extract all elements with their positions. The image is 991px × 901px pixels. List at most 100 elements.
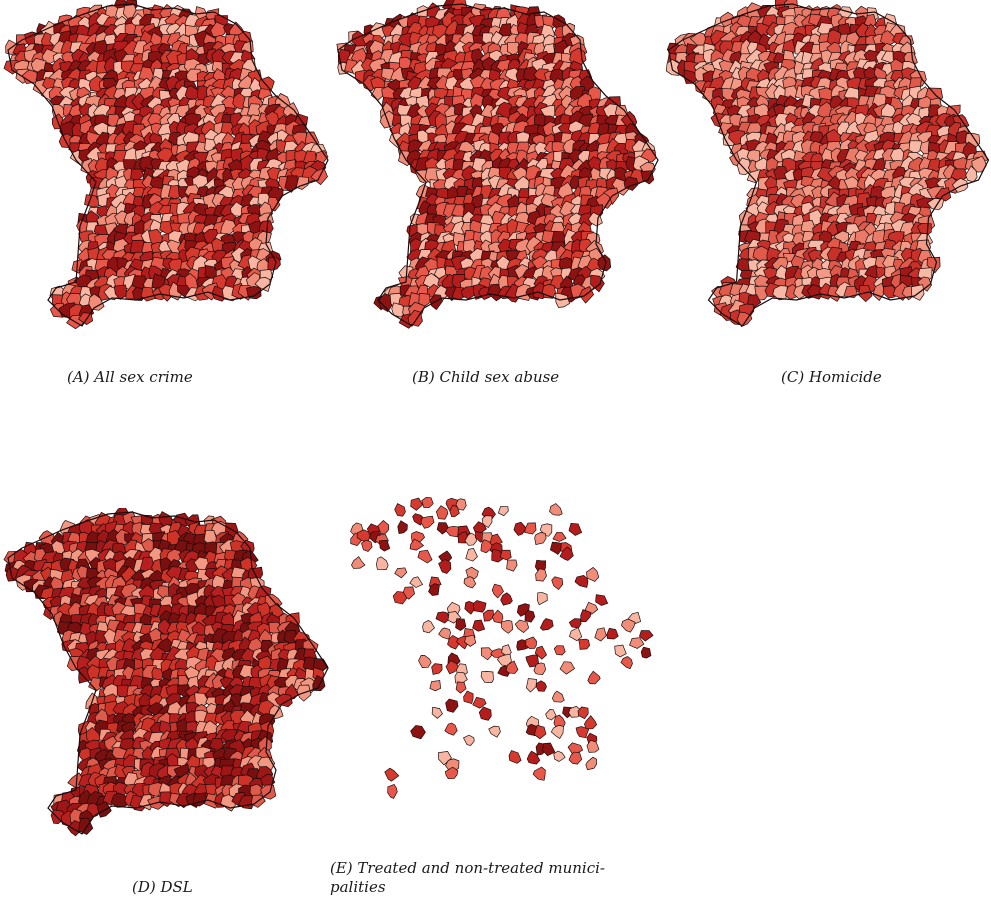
municipality-shape xyxy=(497,506,509,517)
municipality-shape xyxy=(525,636,537,649)
municipality-shape xyxy=(447,611,462,624)
municipality-shape xyxy=(595,192,613,209)
municipality-shape xyxy=(569,627,583,642)
municipality-shape xyxy=(614,644,627,658)
municipality-shape xyxy=(435,611,450,624)
municipality-shape xyxy=(535,680,547,692)
municipality-shape xyxy=(463,576,477,589)
municipality-shape xyxy=(284,175,298,193)
municipality-shape xyxy=(445,660,460,675)
municipality-shape xyxy=(620,656,633,670)
choropleth-svg xyxy=(665,0,990,327)
municipality-shape xyxy=(361,539,373,552)
municipality-shape xyxy=(254,277,271,292)
municipality-shape xyxy=(480,647,495,661)
municipality-shape xyxy=(606,627,619,640)
municipality-shape xyxy=(559,661,576,675)
municipality-shape xyxy=(397,520,408,534)
municipality-shape xyxy=(409,576,424,588)
municipality-shape xyxy=(549,503,563,516)
municipality-shape xyxy=(524,522,537,535)
municipality-shape xyxy=(429,680,442,692)
municipality-shape xyxy=(491,548,504,563)
municipality-shape xyxy=(639,630,654,642)
municipality-shape xyxy=(926,256,941,274)
municipality-shape xyxy=(574,574,589,588)
municipality-shape xyxy=(421,497,434,508)
municipality-shape xyxy=(911,284,925,301)
municipality-shape xyxy=(526,750,541,765)
municipality-shape xyxy=(464,601,475,615)
municipality-shape xyxy=(480,539,494,554)
municipality-shape xyxy=(580,609,592,623)
municipality-shape xyxy=(88,293,105,311)
municipality-shape xyxy=(525,678,538,693)
municipality-shape xyxy=(394,567,408,579)
municipality-shape xyxy=(551,690,565,703)
municipality-shape xyxy=(575,726,590,739)
municipality-shape xyxy=(587,670,601,685)
municipality-shape xyxy=(482,609,495,622)
municipality-group xyxy=(3,0,329,330)
municipality-shape xyxy=(422,620,435,634)
municipality-shape xyxy=(445,525,460,538)
municipality-shape xyxy=(220,219,238,235)
municipality-shape xyxy=(843,285,858,298)
caption-dsl: (D) DSL xyxy=(132,878,193,896)
municipality-shape xyxy=(480,671,494,683)
municipality-shape xyxy=(431,663,443,675)
caption-child-sex-abuse: (B) Child sex abuse xyxy=(412,368,560,386)
municipality-shape xyxy=(552,532,567,542)
map-treated-municipalities xyxy=(330,490,660,820)
municipality-shape xyxy=(377,520,390,535)
municipality-shape xyxy=(418,655,432,668)
municipality-shape xyxy=(496,653,512,666)
municipality-shape xyxy=(472,600,487,613)
caption-homicide: (C) Homicide xyxy=(781,368,882,386)
municipality-shape xyxy=(478,706,492,721)
municipality-shape xyxy=(568,751,583,765)
municipality-shape xyxy=(449,504,460,518)
state-outline xyxy=(667,3,990,327)
municipality-shape xyxy=(584,715,598,730)
municipality-shape xyxy=(491,583,504,599)
municipality-shape xyxy=(539,618,554,631)
municipality-shape xyxy=(409,538,425,551)
municipality-shape xyxy=(533,662,547,676)
municipality-shape xyxy=(917,276,932,292)
municipality-shape xyxy=(621,618,636,633)
municipality-shape xyxy=(274,693,293,708)
municipality-shape xyxy=(971,155,987,173)
municipality-shape xyxy=(220,794,236,812)
municipality-shape xyxy=(858,285,873,303)
municipality-shape xyxy=(429,294,443,311)
municipality-shape xyxy=(186,68,202,84)
municipality-group xyxy=(665,0,989,327)
municipality-shape xyxy=(629,637,645,649)
map-all-sex-crime xyxy=(0,0,330,340)
municipality-shape xyxy=(435,505,449,520)
municipality-shape xyxy=(508,750,522,764)
municipality-shape xyxy=(532,766,546,781)
municipality-shape xyxy=(491,609,504,624)
municipality-shape xyxy=(524,609,536,623)
municipality-shape xyxy=(535,568,547,582)
municipality-shape xyxy=(665,58,682,76)
municipality-shape xyxy=(534,532,547,545)
choropleth-svg xyxy=(3,508,329,837)
municipality-shape xyxy=(394,503,406,517)
municipality-shape xyxy=(551,576,564,591)
municipality-shape xyxy=(640,646,652,659)
municipality-shape xyxy=(420,515,435,529)
municipality-shape xyxy=(586,739,600,753)
caption-treated-municipalities: (E) Treated and non-treated munici- pali… xyxy=(330,859,605,896)
municipality-shape xyxy=(594,627,607,642)
choropleth-svg xyxy=(350,497,654,799)
municipality-shape xyxy=(417,549,433,564)
municipality-shape xyxy=(534,645,548,660)
municipality-shape xyxy=(418,292,431,307)
municipality-shape xyxy=(549,541,563,555)
municipality-shape xyxy=(267,256,281,272)
municipality-shape xyxy=(536,592,548,606)
municipality-shape xyxy=(41,48,58,64)
